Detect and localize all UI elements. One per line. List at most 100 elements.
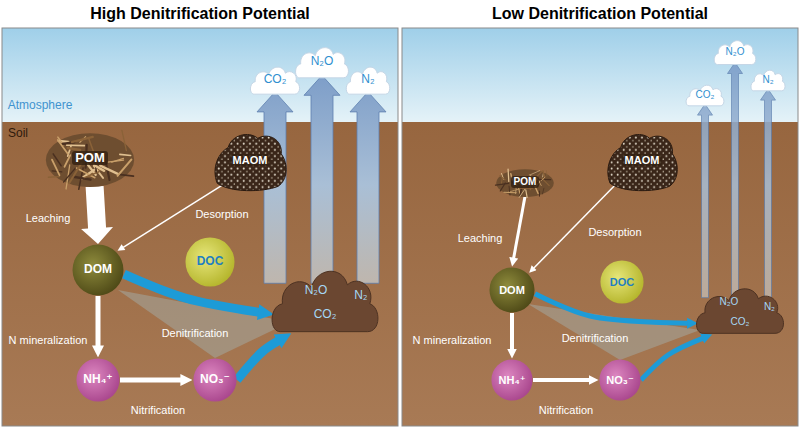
flux-arrow bbox=[510, 313, 514, 349]
flux-arrow bbox=[124, 274, 259, 312]
process-label: Desorption bbox=[588, 226, 641, 239]
litter-twig bbox=[118, 160, 132, 176]
flux-arrow bbox=[728, 63, 743, 298]
cloud-outline bbox=[751, 70, 785, 91]
litter-twig bbox=[542, 188, 543, 194]
gas-cloud: N₂ bbox=[345, 63, 391, 97]
scenario-panel: Low Denitrification PotentialCO₂N₂ON₂POM… bbox=[400, 0, 800, 428]
node-label: N₂O bbox=[311, 55, 334, 69]
litter-mass bbox=[46, 133, 134, 187]
pool-circle: DOC bbox=[600, 260, 644, 304]
pool-circle: NO₃⁻ bbox=[193, 358, 237, 402]
litter-twig bbox=[526, 190, 527, 198]
gas-cloud: CO₂ bbox=[685, 82, 725, 108]
pom-litter: POM bbox=[495, 166, 555, 198]
cloud-outline bbox=[272, 271, 378, 331]
panel-title: High Denitrification Potential bbox=[0, 5, 400, 23]
litter-twig bbox=[58, 140, 68, 154]
region-label: Soil bbox=[8, 127, 28, 141]
soil-gas-cloud: N₂OCO₂N₂ bbox=[694, 282, 786, 338]
aggregate-blob bbox=[215, 135, 286, 191]
process-label: Denitrification bbox=[562, 332, 629, 345]
litter-twig bbox=[69, 163, 81, 183]
gas-cloud: N₂O bbox=[294, 43, 350, 81]
cloud-outline bbox=[296, 48, 349, 78]
pool-circle: DOM bbox=[72, 244, 124, 296]
litter-twig bbox=[122, 130, 127, 150]
litter-twig bbox=[68, 148, 81, 150]
litter-twig bbox=[112, 158, 124, 162]
node-label: N₂O bbox=[726, 46, 745, 58]
node-label: POM bbox=[511, 176, 540, 188]
litter-twig bbox=[543, 171, 545, 177]
flux-arrow bbox=[81, 186, 113, 244]
process-label: Nitrification bbox=[131, 404, 185, 417]
litter-twig bbox=[546, 171, 548, 176]
maom-aggregate: MAOM bbox=[604, 129, 680, 191]
pool-circle: NO₃⁻ bbox=[599, 359, 641, 401]
node-label: NH₄⁺ bbox=[499, 374, 526, 387]
flux-arrow bbox=[641, 338, 702, 380]
node-label: NH₄⁺ bbox=[83, 373, 112, 387]
litter-twig bbox=[85, 172, 99, 178]
pool-disc bbox=[186, 238, 235, 287]
litter-twig bbox=[53, 154, 61, 166]
process-label: Desorption bbox=[195, 208, 248, 221]
node-label: DOM bbox=[499, 284, 525, 297]
pool-disc bbox=[193, 358, 236, 401]
litter-twig bbox=[530, 171, 539, 175]
process-label: N mineralization bbox=[413, 334, 492, 347]
litter-twig bbox=[541, 177, 545, 180]
node-label: NO₃⁻ bbox=[200, 373, 230, 387]
pool-disc bbox=[489, 267, 534, 312]
panel-title: Low Denitrification Potential bbox=[400, 5, 800, 23]
node-label: DOM bbox=[84, 263, 112, 277]
soil-gas-cloud: N₂O CO₂ N₂ bbox=[269, 262, 381, 338]
pool-circle: NH₄⁺ bbox=[491, 359, 533, 401]
litter-twig bbox=[500, 176, 505, 180]
node-label: N₂O bbox=[305, 284, 328, 298]
node-label: N₂ bbox=[354, 289, 367, 303]
node-label: CO₂ bbox=[264, 73, 287, 87]
flux-arrow bbox=[761, 89, 776, 298]
litter-twig bbox=[67, 144, 85, 146]
node-label: NO₃⁻ bbox=[606, 374, 633, 387]
node-label: MAOM bbox=[622, 154, 663, 167]
pool-circle: DOC bbox=[185, 237, 235, 287]
flux-arrow bbox=[96, 296, 101, 346]
pool-disc bbox=[73, 245, 124, 296]
litter-twig bbox=[507, 169, 509, 181]
process-label: Leaching bbox=[26, 212, 71, 225]
litter-twig bbox=[73, 177, 90, 180]
process-label: Nitrification bbox=[539, 404, 593, 417]
flux-arrow bbox=[350, 92, 386, 283]
cloud-outline bbox=[686, 85, 724, 106]
flux-arrow bbox=[514, 196, 525, 258]
cloud-outline bbox=[697, 289, 784, 334]
pom-litter: POM bbox=[44, 127, 136, 189]
flux-arrow bbox=[304, 75, 340, 283]
litter-twig bbox=[542, 178, 549, 185]
litter-twig bbox=[520, 188, 532, 189]
node-label: CO₂ bbox=[314, 308, 337, 322]
litter-twig bbox=[539, 179, 550, 181]
pool-circle: NH₄⁺ bbox=[76, 358, 120, 402]
litter-mass bbox=[496, 169, 554, 197]
pool-disc bbox=[599, 359, 640, 400]
node-label: CO₂ bbox=[696, 89, 715, 101]
litter-twig bbox=[519, 189, 525, 197]
gas-cloud: CO₂ bbox=[249, 63, 301, 97]
gas-cloud: N₂O bbox=[713, 37, 757, 67]
litter-twig bbox=[504, 192, 516, 193]
litter-twig bbox=[48, 176, 59, 178]
flux-arrow bbox=[533, 378, 589, 382]
process-label: N mineralization bbox=[9, 334, 88, 347]
pool-disc bbox=[491, 359, 532, 400]
cloud-outline bbox=[346, 67, 389, 94]
litter-twig bbox=[539, 191, 540, 196]
region-label: Atmosphere bbox=[8, 99, 73, 113]
